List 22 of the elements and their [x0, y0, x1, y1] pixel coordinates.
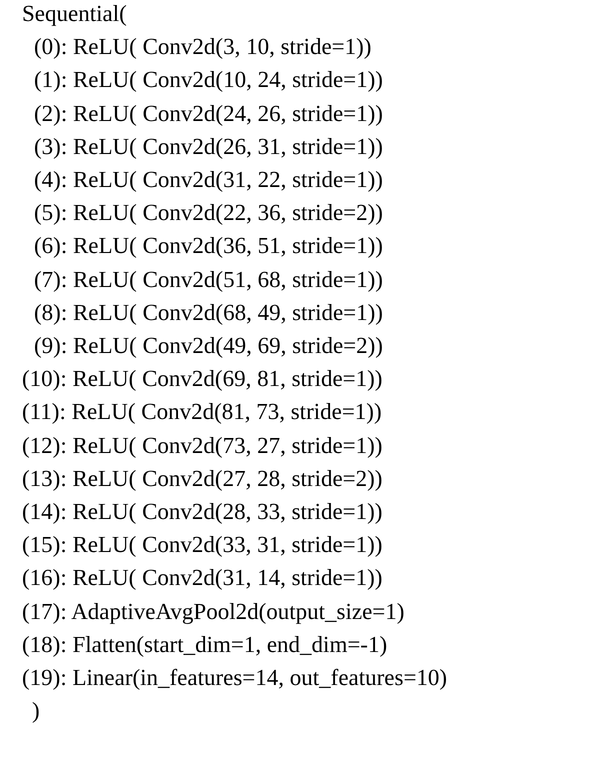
code-line: (13): ReLU( Conv2d(27, 28, stride=2)): [22, 464, 382, 493]
code-line: (15): ReLU( Conv2d(33, 31, stride=1)): [22, 531, 382, 560]
code-line: Sequential(: [22, 0, 127, 28]
code-line: (4): ReLU( Conv2d(31, 22, stride=1)): [34, 166, 383, 194]
code-line: (6): ReLU( Conv2d(36, 51, stride=1)): [34, 232, 383, 260]
code-line: (11): ReLU( Conv2d(81, 73, stride=1)): [22, 398, 382, 426]
code-line: (7): ReLU( Conv2d(51, 68, stride=1)): [34, 266, 383, 294]
code-line: (5): ReLU( Conv2d(22, 36, stride=2)): [34, 199, 383, 228]
code-line: ): [32, 697, 40, 726]
code-line: (16): ReLU( Conv2d(31, 14, stride=1)): [22, 564, 382, 592]
code-line: (14): ReLU( Conv2d(28, 33, stride=1)): [22, 498, 382, 526]
code-line: (1): ReLU( Conv2d(10, 24, stride=1)): [34, 66, 383, 94]
code-line: (19): Linear(in_features=14, out_features=10): [22, 664, 448, 692]
code-line: (8): ReLU( Conv2d(68, 49, stride=1)): [34, 298, 383, 327]
code-line: (9): ReLU( Conv2d(49, 69, stride=2)): [34, 332, 383, 360]
code-line: (10): ReLU( Conv2d(69, 81, stride=1)): [22, 365, 382, 394]
code-line: (0): ReLU( Conv2d(3, 10, stride=1)): [34, 33, 372, 62]
code-line: (18): Flatten(start_dim=1, end_dim=-1): [22, 630, 388, 659]
code-line: (3): ReLU( Conv2d(26, 31, stride=1)): [34, 132, 383, 161]
code-line: (12): ReLU( Conv2d(73, 27, stride=1)): [22, 432, 382, 460]
code-line: (2): ReLU( Conv2d(24, 26, stride=1)): [34, 100, 383, 128]
code-line: (17): AdaptiveAvgPool2d(output_size=1): [22, 598, 404, 626]
